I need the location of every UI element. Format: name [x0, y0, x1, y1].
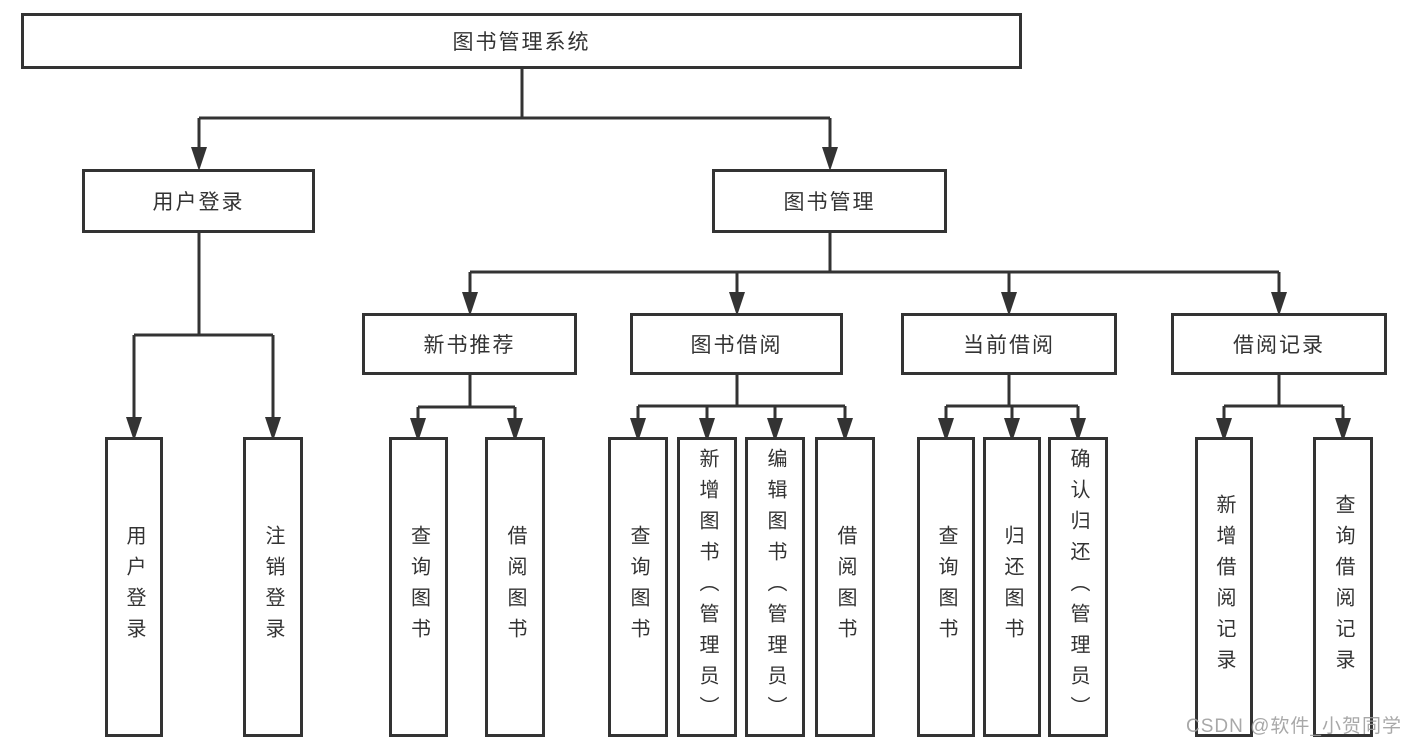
leaf-logout: 注销登录: [243, 437, 303, 737]
leaf-label: 借阅图书: [504, 525, 526, 649]
leaf-label: 注销登录: [262, 525, 284, 649]
leaf-borrow-books: 借阅图书: [815, 437, 875, 737]
leaf-label: 查询图书: [627, 525, 649, 649]
leaf-label: 查询借阅记录: [1332, 494, 1354, 680]
leaf-query-borrow-record: 查询借阅记录: [1313, 437, 1373, 737]
leaf-label: 归还图书: [1001, 525, 1023, 649]
leaf-edit-books-admin: 编辑图书︵管理员︶: [745, 437, 805, 737]
leaf-label: 用户登录: [123, 525, 145, 649]
leaf-label: 借阅图书: [834, 525, 856, 649]
leaf-borrow-books-recommend: 借阅图书: [485, 437, 545, 737]
leaf-user-login: 用户登录: [105, 437, 163, 737]
csdn-watermark: CSDN @软件_小贺同学: [1186, 716, 1402, 737]
leaf-label: 查询图书: [935, 525, 957, 649]
leaf-label: 编辑图书︵管理员︶: [764, 447, 786, 727]
leaf-query-books-borrow: 查询图书: [608, 437, 668, 737]
leaf-label: 查询图书: [407, 525, 430, 649]
node-new-book-recommend: 新书推荐: [362, 313, 577, 375]
leaf-label: 新增图书︵管理员︶: [696, 447, 718, 727]
leaf-add-borrow-record: 新增借阅记录: [1195, 437, 1253, 737]
node-borrow-records: 借阅记录: [1171, 313, 1387, 375]
leaf-label: 新增借阅记录: [1213, 494, 1235, 680]
leaf-return-books: 归还图书: [983, 437, 1041, 737]
arrowheads: [126, 147, 1351, 442]
leaf-label: 确认归还︵管理员︶: [1067, 447, 1089, 727]
node-user-login: 用户登录: [82, 169, 315, 233]
node-book-management: 图书管理: [712, 169, 947, 233]
node-library-system: 图书管理系统: [21, 13, 1022, 69]
leaf-query-books-current: 查询图书: [917, 437, 975, 737]
leaf-confirm-return-admin: 确认归还︵管理员︶: [1048, 437, 1108, 737]
leaf-query-books-recommend: 查询图书: [389, 437, 448, 737]
node-book-borrow: 图书借阅: [630, 313, 843, 375]
node-current-borrow: 当前借阅: [901, 313, 1117, 375]
leaf-add-books-admin: 新增图书︵管理员︶: [677, 437, 737, 737]
